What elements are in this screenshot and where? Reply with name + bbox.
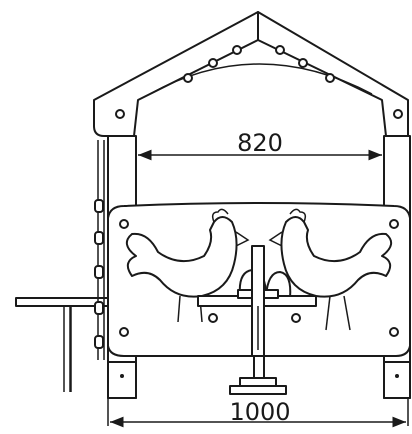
dimension-1000: 1000 — [107, 398, 409, 428]
hen-right — [268, 208, 393, 331]
dimension-820-label: 820 — [237, 129, 283, 157]
dimension-820: 820 — [138, 129, 382, 161]
roof-bolts — [115, 45, 403, 119]
left-post-rear — [94, 140, 105, 360]
spring-rider — [197, 245, 317, 395]
dimension-1000-label: 1000 — [229, 398, 290, 426]
roof — [93, 11, 409, 137]
